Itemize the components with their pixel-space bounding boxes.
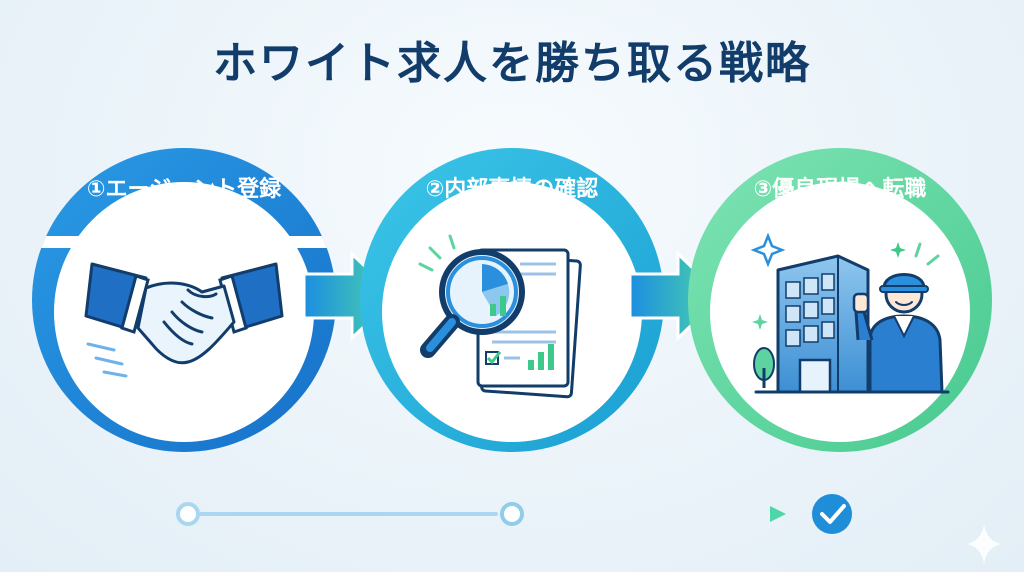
- step-3-label: ③優良現場へ転職: [754, 176, 927, 202]
- progress-track: [176, 494, 852, 534]
- progress-done: [812, 494, 852, 534]
- progress-dot-1: [176, 502, 200, 526]
- sparkle-icon: [966, 524, 1002, 564]
- magnifier-document-icon: [418, 234, 582, 399]
- step-1-label: ①エージェント登録: [87, 176, 282, 202]
- step-3: ③優良現場へ転職: [688, 148, 992, 452]
- progress-dot-2: [500, 502, 524, 526]
- check-icon: [820, 504, 846, 524]
- step-2: ②内部事情の確認: [360, 148, 664, 452]
- step-2-label: ②内部事情の確認: [426, 176, 599, 202]
- building-worker-icon: [750, 232, 950, 394]
- step-1: ①エージェント登録: [32, 148, 336, 452]
- page-title: ホワイト求人を勝ち取る戦略: [213, 38, 811, 89]
- handshake-icon: [84, 262, 284, 378]
